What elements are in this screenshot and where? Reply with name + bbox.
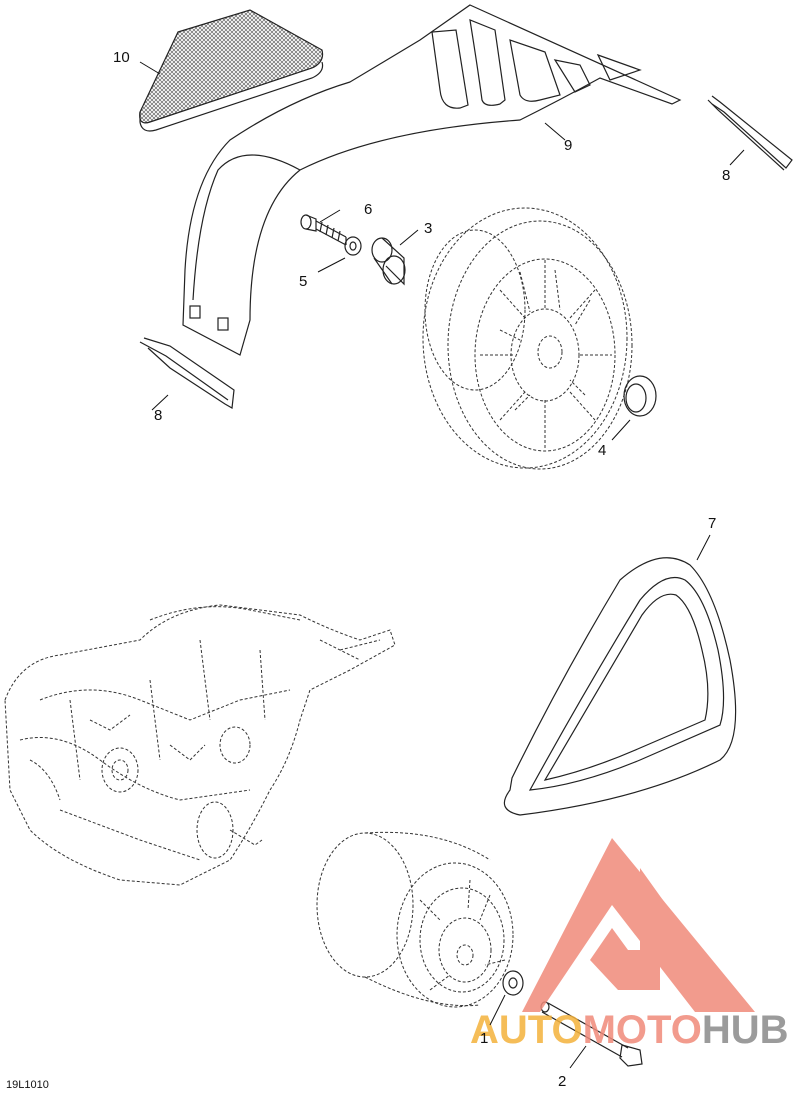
svg-text:AUTOMOTOHUB: AUTOMOTOHUB [470,1008,789,1052]
watermark-g-icon [590,868,695,990]
callout-8-left: 8 [154,407,162,424]
driven-pulley-upper [422,207,633,470]
leader-lines [139,61,745,1069]
watermark-text-hub: HUB [702,1008,789,1052]
callout-2: 2 [558,1073,566,1090]
part-3-bushing [371,237,406,286]
part-4-spacer-ring [623,375,657,417]
watermark-text-auto: AUTO [470,1008,583,1052]
callout-4: 4 [598,442,606,459]
callout-10: 10 [113,49,130,66]
callout-9: 9 [564,137,572,154]
part-9-belt-guard [182,4,682,356]
callout-7: 7 [708,515,716,532]
callout-3: 3 [424,220,432,237]
diagram-code: 19L1010 [6,1079,49,1091]
part-5-washer [344,236,362,256]
part-6-bolt [300,214,347,246]
watermark-logo: AUTOMOTOHUB [470,838,789,1052]
watermark-triangle-icon [522,838,755,1012]
part-1-washer [502,970,524,996]
engine-assembly [4,604,396,886]
callout-6: 6 [364,201,372,218]
part-7-drive-belt [503,557,737,816]
drive-pulley-lower [316,831,514,1008]
callout-5: 5 [299,273,307,290]
part-8-clip-left [139,337,235,409]
callout-8-right: 8 [722,167,730,184]
part-8-clip-right [707,95,793,171]
part-10-filter-pad [139,9,324,132]
watermark-text-moto: MOTO [583,1008,702,1052]
callout-1: 1 [480,1030,488,1047]
